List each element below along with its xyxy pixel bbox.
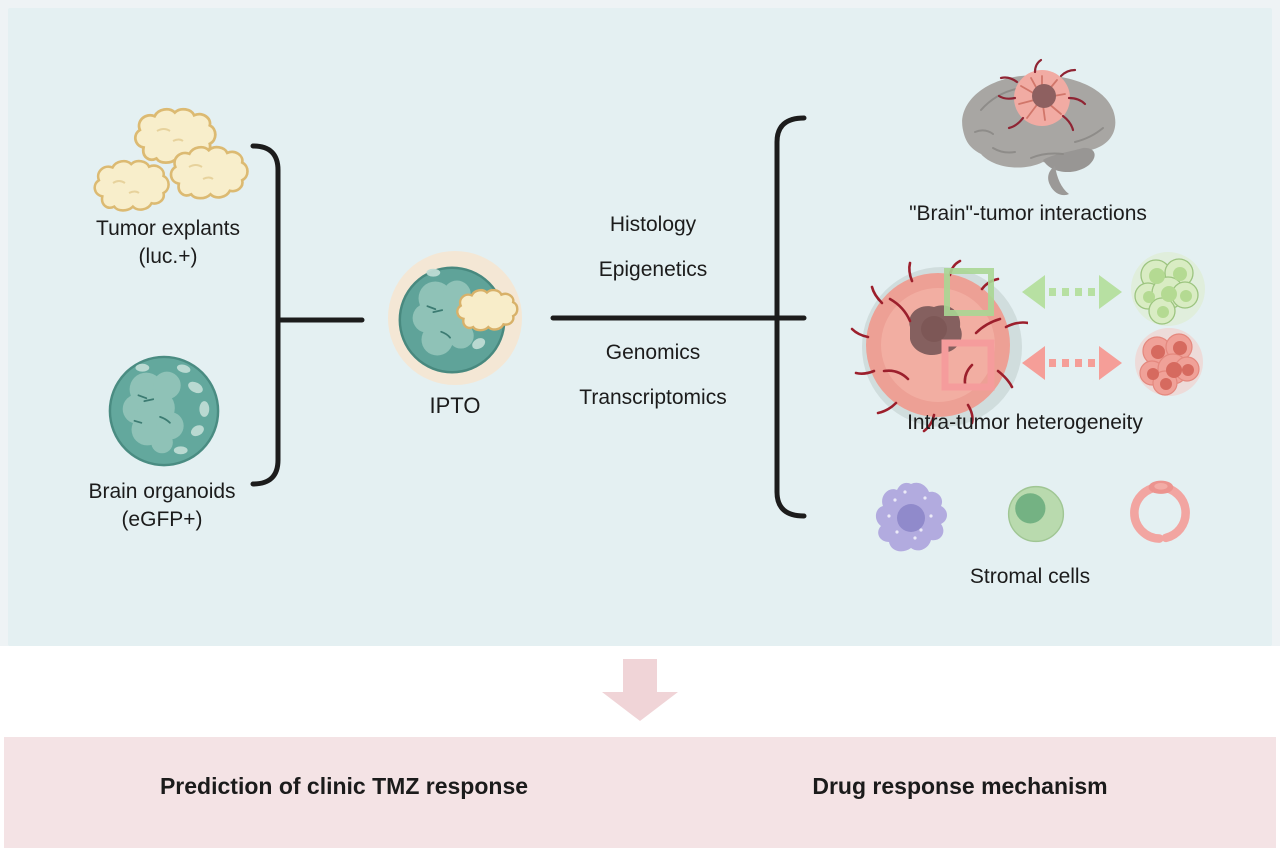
stromal-cells-label: Stromal cells: [969, 565, 1091, 588]
tumor-heterogeneity-icon: [850, 259, 1028, 433]
ipto-label: IPTO: [429, 393, 481, 418]
analysis-genomics: Genomics: [605, 341, 701, 364]
green-cell-cluster-icon: [1131, 252, 1205, 326]
tumor-explants-label: Tumor explants (luc.+): [68, 215, 268, 271]
tumor-explants-label-line2: (luc.+): [138, 245, 198, 268]
analysis-histology: Histology: [609, 213, 697, 236]
green-dashed-double-arrow-icon: [1022, 275, 1122, 309]
pink-dashed-double-arrow-icon: [1022, 346, 1122, 380]
brain-organoids-label-line2: (eGFP+): [121, 508, 203, 531]
analysis-transcriptomics: Transcriptomics: [579, 386, 727, 409]
purple-immune-cell-icon: [875, 482, 947, 552]
ipto-icon: [387, 250, 523, 386]
green-sample-square: [944, 268, 994, 316]
brain-tumor-interactions-label: "Brain"-tumor interactions: [909, 202, 1147, 225]
intra-tumor-heterogeneity-label: Intra-tumor heterogeneity: [907, 411, 1143, 434]
tumor-explants-label-line1: Tumor explants: [96, 217, 240, 240]
tumor-explants-icon: [93, 107, 249, 212]
pink-sample-square: [941, 339, 995, 391]
prediction-tmz-response-label: Prediction of clinic TMZ response: [159, 773, 529, 799]
pink-vessel-ring-icon: [1130, 480, 1190, 543]
pink-cell-cluster-icon: [1135, 328, 1203, 396]
pink-down-arrow-icon: [602, 659, 678, 721]
drug-response-mechanism-label: Drug response mechanism: [812, 773, 1108, 799]
green-cell-icon: [1007, 485, 1065, 543]
brain-organoids-label-line1: Brain organoids: [88, 480, 236, 503]
brain-organoid-icon: [108, 355, 220, 467]
brain-with-tumor-icon: [962, 58, 1116, 196]
results-banner: Prediction of clinic TMZ response Drug r…: [4, 737, 1276, 848]
analysis-epigenetics: Epigenetics: [598, 258, 708, 281]
brain-organoids-label: Brain organoids (eGFP+): [62, 478, 262, 534]
